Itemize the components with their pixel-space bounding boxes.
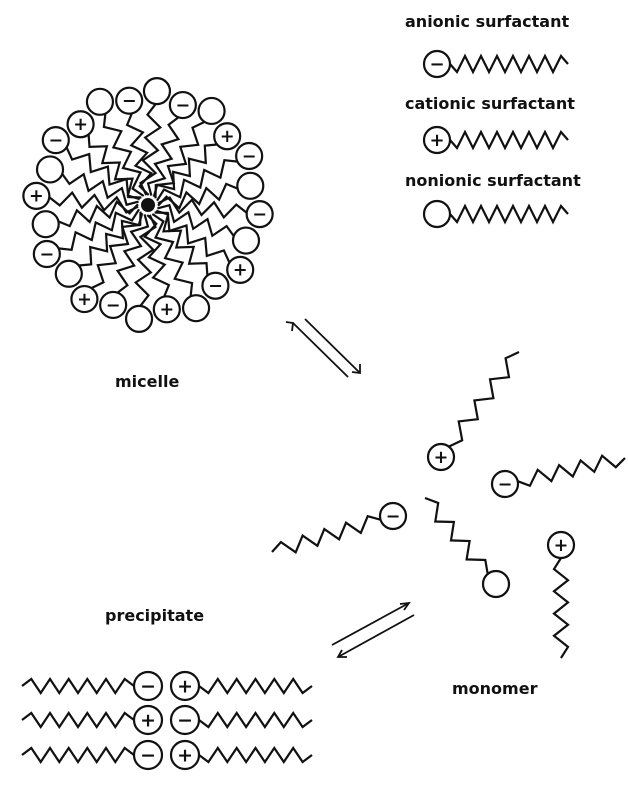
nonionic-head bbox=[56, 261, 82, 287]
hydrocarbon-tail bbox=[22, 713, 134, 727]
nonionic-head bbox=[233, 228, 259, 254]
nonionic-head bbox=[33, 211, 59, 237]
minus-sign: − bbox=[242, 147, 257, 167]
hydrocarbon-tail bbox=[518, 456, 625, 486]
nonionic-head bbox=[199, 98, 225, 124]
plus-sign: + bbox=[434, 448, 449, 468]
anionic-surfactant-label: anionic surfactant bbox=[405, 12, 569, 31]
nonionic-head bbox=[183, 295, 209, 321]
ion-pair-row: −+ bbox=[22, 672, 312, 700]
minus-sign: − bbox=[140, 744, 156, 766]
nonionic-head bbox=[87, 89, 113, 115]
cationic-surfactant-label: cationic surfactant bbox=[405, 94, 575, 113]
surfactant-molecule: − bbox=[22, 672, 162, 700]
plus-sign: + bbox=[77, 290, 92, 310]
arrow-head bbox=[286, 322, 293, 331]
surfactant-molecule: + bbox=[23, 183, 138, 213]
monomer-label: monomer bbox=[452, 679, 538, 698]
minus-sign: − bbox=[177, 709, 193, 731]
hydrocarbon-tail bbox=[554, 558, 568, 658]
micelle-label: micelle bbox=[115, 372, 179, 391]
minus-sign: − bbox=[498, 475, 513, 495]
anionic-surfactant-example: − bbox=[424, 51, 568, 77]
hydrocarbon-tail bbox=[22, 748, 134, 762]
plus-sign: + bbox=[159, 300, 174, 320]
plus-sign: + bbox=[29, 187, 44, 207]
monomers: + − − + bbox=[272, 352, 625, 658]
surfactant-molecule: − bbox=[492, 456, 625, 497]
ion-pair-row: −+ bbox=[22, 741, 312, 769]
nonionic-head bbox=[144, 78, 170, 104]
surfactant-molecule: − bbox=[158, 198, 273, 228]
micelle-core bbox=[141, 198, 155, 212]
nonionic-surfactant-example bbox=[424, 201, 568, 227]
plus-sign: + bbox=[220, 127, 235, 147]
nonionic-head bbox=[424, 201, 450, 227]
plus-sign: + bbox=[177, 744, 193, 766]
micelle: −+−−+−+−+−+−+− bbox=[23, 78, 272, 332]
hydrocarbon-tail bbox=[425, 498, 488, 574]
plus-sign: + bbox=[429, 130, 444, 151]
hydrocarbon-tail bbox=[22, 679, 134, 693]
hydrocarbon-tail bbox=[449, 352, 519, 447]
plus-sign: + bbox=[177, 675, 193, 697]
minus-sign: − bbox=[176, 96, 191, 116]
nonionic-head bbox=[237, 173, 263, 199]
hydrocarbon-tail bbox=[199, 748, 312, 762]
minus-sign: − bbox=[122, 92, 137, 112]
surfactant-molecule: − bbox=[171, 706, 312, 734]
legend: anionic surfactant − cationic surfactant… bbox=[405, 12, 581, 227]
plus-sign: + bbox=[554, 536, 569, 556]
nonionic-surfactant-label: nonionic surfactant bbox=[405, 171, 581, 190]
hydrocarbon-tail bbox=[450, 132, 568, 148]
hydrocarbon-tail bbox=[199, 679, 312, 693]
arrow-line bbox=[293, 323, 348, 377]
precipitate: −++−−+ bbox=[22, 672, 312, 769]
surfactant-molecule: + bbox=[428, 352, 519, 470]
hydrocarbon-tail bbox=[450, 56, 568, 72]
hydrocarbon-tail bbox=[450, 206, 568, 222]
hydrocarbon-tail bbox=[199, 713, 312, 727]
surfactant-molecule: − bbox=[22, 741, 162, 769]
nonionic-head bbox=[483, 571, 509, 597]
minus-sign: − bbox=[106, 296, 121, 316]
nonionic-head bbox=[37, 156, 63, 182]
surfactant-molecule: + bbox=[548, 532, 574, 658]
equilibrium-arrow-monomer-precipitate bbox=[332, 603, 414, 657]
surfactant-molecule: + bbox=[171, 741, 312, 769]
minus-sign: − bbox=[48, 131, 63, 151]
hydrocarbon-tail bbox=[272, 516, 381, 552]
surfactant-molecule: + bbox=[22, 706, 162, 734]
plus-sign: + bbox=[140, 709, 156, 731]
precipitate-label: precipitate bbox=[105, 606, 204, 625]
surfactant-molecule: − bbox=[272, 503, 406, 552]
minus-sign: − bbox=[208, 277, 223, 297]
plus-sign: + bbox=[73, 115, 88, 135]
minus-sign: − bbox=[39, 245, 54, 265]
surfactant-molecule bbox=[425, 498, 509, 597]
nonionic-head bbox=[126, 306, 152, 332]
minus-sign: − bbox=[140, 675, 156, 697]
plus-sign: + bbox=[233, 261, 248, 281]
ion-pair-row: +− bbox=[22, 706, 312, 734]
equilibrium-arrow-micelle-monomer bbox=[286, 319, 360, 377]
minus-sign: − bbox=[252, 205, 267, 225]
arrow-line bbox=[305, 319, 360, 373]
minus-sign: − bbox=[429, 54, 444, 75]
surfactant-molecule: + bbox=[171, 672, 312, 700]
cationic-surfactant-example: + bbox=[424, 127, 568, 153]
minus-sign: − bbox=[386, 507, 401, 527]
